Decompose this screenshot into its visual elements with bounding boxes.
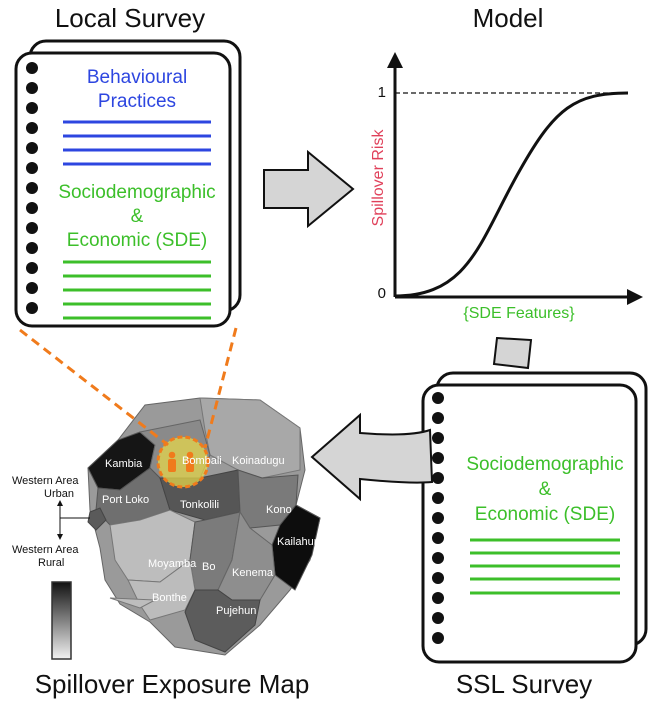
x-axis-label: {SDE Features} — [463, 305, 575, 322]
ssl-sde-line1: Sociodemographic — [466, 454, 623, 475]
label-koinadugu: Koinadugu — [232, 455, 285, 467]
local-survey-notebook: Behavioural Practices Sociodemographic &… — [14, 39, 242, 328]
practices-label: Practices — [98, 91, 176, 112]
sde-label-line3: Economic (SDE) — [67, 230, 207, 251]
exposure-legend — [51, 581, 72, 660]
arrow-to-model — [263, 149, 355, 229]
ssl-sde-lines — [470, 538, 620, 595]
western-area-urban-line2: Urban — [44, 488, 74, 500]
zoom-lines — [19, 327, 238, 449]
person-icon — [168, 451, 194, 472]
y-axis-label: Spillover Risk — [370, 129, 387, 227]
connector-model-to-ssl — [492, 336, 533, 370]
label-bonthe: Bonthe — [152, 592, 187, 604]
arrow-to-map — [310, 412, 434, 502]
sde-lines — [63, 260, 211, 320]
local-survey-title: Local Survey — [55, 3, 205, 33]
label-kambia: Kambia — [105, 458, 143, 470]
highlight-circle — [156, 435, 210, 489]
model-graph: 1 0 Spillover Risk {SDE Features} — [370, 52, 643, 322]
label-port-loko: Port Loko — [102, 494, 149, 506]
label-tonkolili: Tonkolili — [180, 499, 219, 511]
y-tick-one: 1 — [378, 84, 386, 101]
y-tick-zero: 0 — [378, 285, 386, 302]
label-pujehun: Pujehun — [216, 605, 256, 617]
label-kenema: Kenema — [232, 567, 274, 579]
western-area-rural-line1: Western Area — [12, 544, 79, 556]
ssl-sde-line2: & — [539, 479, 552, 500]
label-bombali: Bombali — [182, 455, 222, 467]
notebook-rings — [432, 392, 444, 644]
label-kono: Kono — [266, 504, 292, 516]
behavioural-label: Behavioural — [87, 67, 187, 88]
western-area-urban-line1: Western Area — [12, 475, 79, 487]
behavioural-lines — [63, 120, 211, 166]
ssl-survey-notebook: Sociodemographic & Economic (SDE) — [421, 371, 648, 664]
label-bo: Bo — [202, 561, 215, 573]
western-area-rural-line2: Rural — [38, 557, 64, 569]
model-title: Model — [473, 3, 544, 33]
sierra-leone-map: Kambia Bombali Koinadugu Port Loko Tonko… — [87, 397, 321, 656]
notebook-rings — [26, 62, 38, 314]
sde-label-line1: Sociodemographic — [58, 182, 215, 203]
ssl-survey-title: SSL Survey — [456, 669, 592, 699]
label-moyamba: Moyamba — [148, 558, 197, 570]
spillover-map-title: Spillover Exposure Map — [35, 669, 310, 699]
western-area-arrows — [59, 502, 90, 536]
sde-label-line2: & — [131, 206, 144, 227]
label-kailahun: Kailahun — [277, 536, 320, 548]
sigmoid-curve — [394, 91, 629, 298]
ssl-sde-line3: Economic (SDE) — [475, 504, 615, 525]
